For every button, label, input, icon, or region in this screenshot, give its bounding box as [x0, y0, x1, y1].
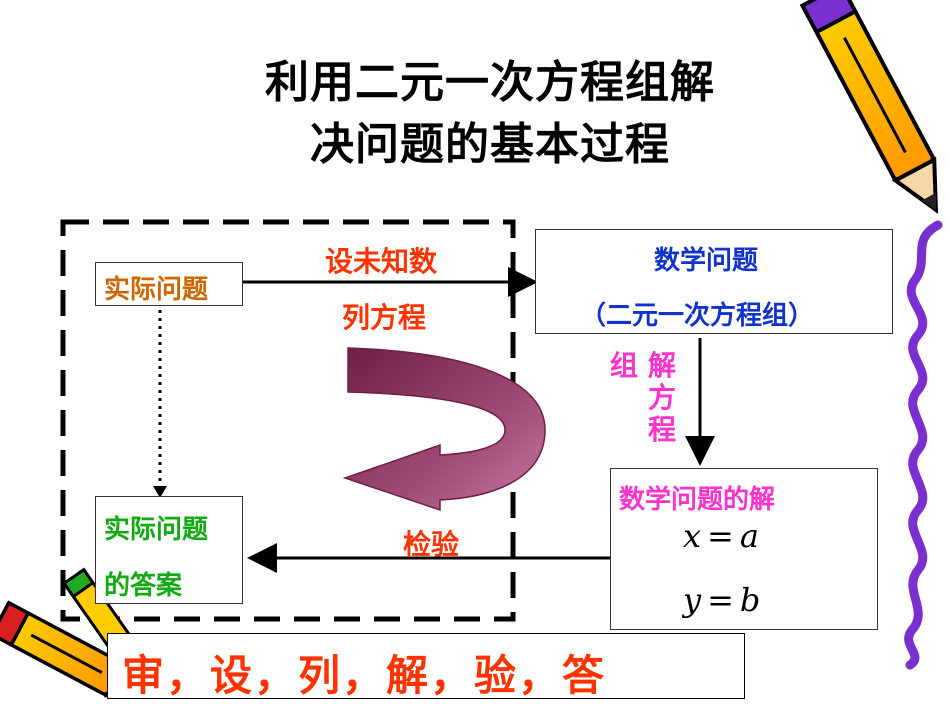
node-practical-answer-line1: 实际问题: [104, 515, 209, 545]
equals-sign: =: [707, 581, 734, 619]
pencil-icon: [799, 0, 939, 214]
edge-label-solve-4: 程: [648, 413, 677, 446]
node-math-problem: 数学问题 （二元一次方程组）: [535, 229, 893, 334]
edge-label-list-equations: 列方程: [342, 301, 427, 334]
edge-label-solve-3: 方: [648, 381, 677, 414]
node-math-problem-title: 数学问题: [654, 246, 759, 276]
edge-label-solve-2: 解: [648, 349, 677, 382]
var-x: x: [683, 517, 702, 555]
node-practical-problem-label: 实际问题: [104, 275, 209, 305]
steps-summary-text: 审，设，列，解，验，答: [122, 651, 607, 700]
val-b: b: [739, 581, 761, 619]
node-practical-answer: 实际问题 的答案: [95, 496, 243, 604]
var-y: y: [683, 581, 702, 619]
node-math-problem-sub: （二元一次方程组）: [580, 301, 815, 331]
title-line-2: 决问题的基本过程: [310, 119, 670, 170]
node-math-solution: 数学问题的解 x=a y=b: [610, 468, 878, 630]
curved-return-arrow: [342, 347, 546, 512]
val-a: a: [739, 517, 759, 555]
node-math-solution-title: 数学问题的解: [619, 485, 776, 515]
edge-label-solve-1: 组: [610, 349, 639, 382]
steps-summary-box: 审，设，列，解，验，答: [107, 633, 745, 700]
edge-label-set-unknowns: 设未知数: [325, 245, 438, 278]
equation-x: x=a: [683, 517, 759, 555]
edge-label-verify: 检验: [403, 528, 460, 561]
node-practical-answer-line2: 的答案: [104, 571, 183, 601]
title-line-1: 利用二元一次方程组解: [265, 57, 715, 108]
node-practical-problem: 实际问题: [95, 262, 243, 306]
equals-sign: =: [707, 517, 734, 555]
equation-y: y=b: [683, 581, 760, 619]
squiggle-decoration: [904, 220, 943, 670]
